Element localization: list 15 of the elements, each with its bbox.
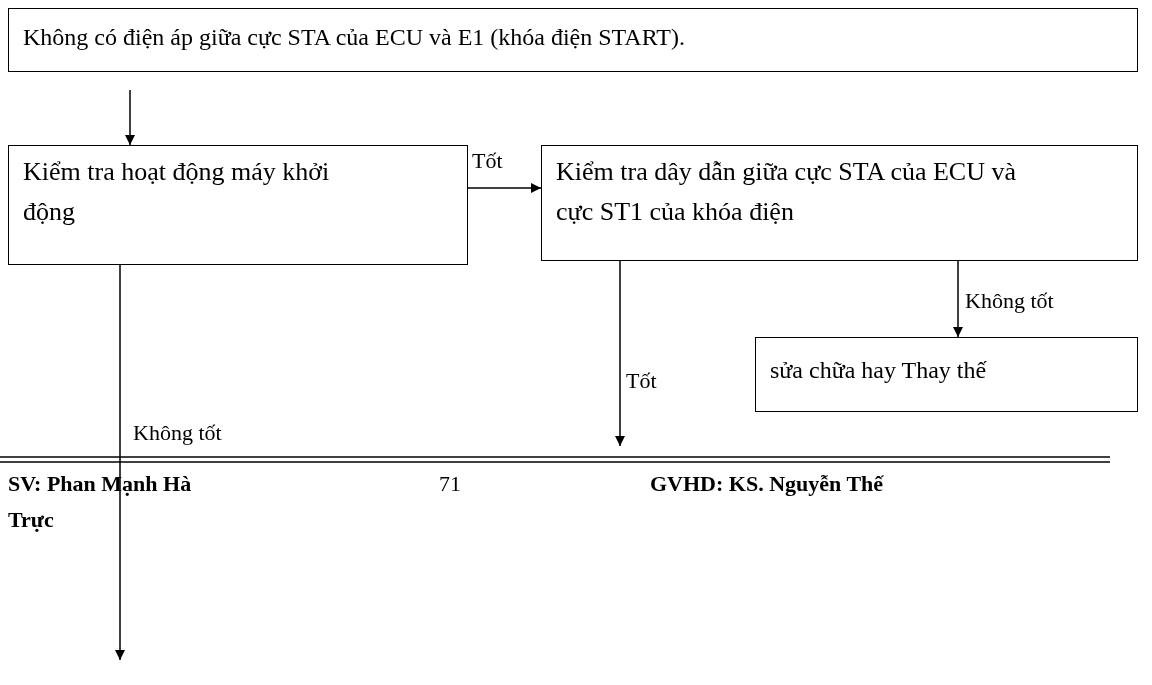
process-box: Kiểm tra hoạt động máy khởi động [8,145,468,265]
footer-text: GVHD: KS. Nguyễn Thế [650,470,885,498]
arrow [125,89,135,146]
edge-label: Không tốt [133,420,222,446]
arrow [115,264,125,661]
process-box: sửa chữa hay Thay thế [755,337,1138,412]
edge-label: Không tốt [965,288,1054,314]
arrow [467,183,542,193]
page-number: 71 [438,470,462,498]
arrow [615,260,625,447]
edge-label: Tốt [626,368,657,394]
edge-label: Tốt [472,148,503,174]
arrow [953,260,963,338]
process-box: Không có điện áp giữa cực STA của ECU và E1 (khóa điện START). [8,8,1138,72]
process-box: Kiểm tra dây dẫn giữa cực STA của ECU và cực ST1 của khóa điện [541,145,1138,261]
